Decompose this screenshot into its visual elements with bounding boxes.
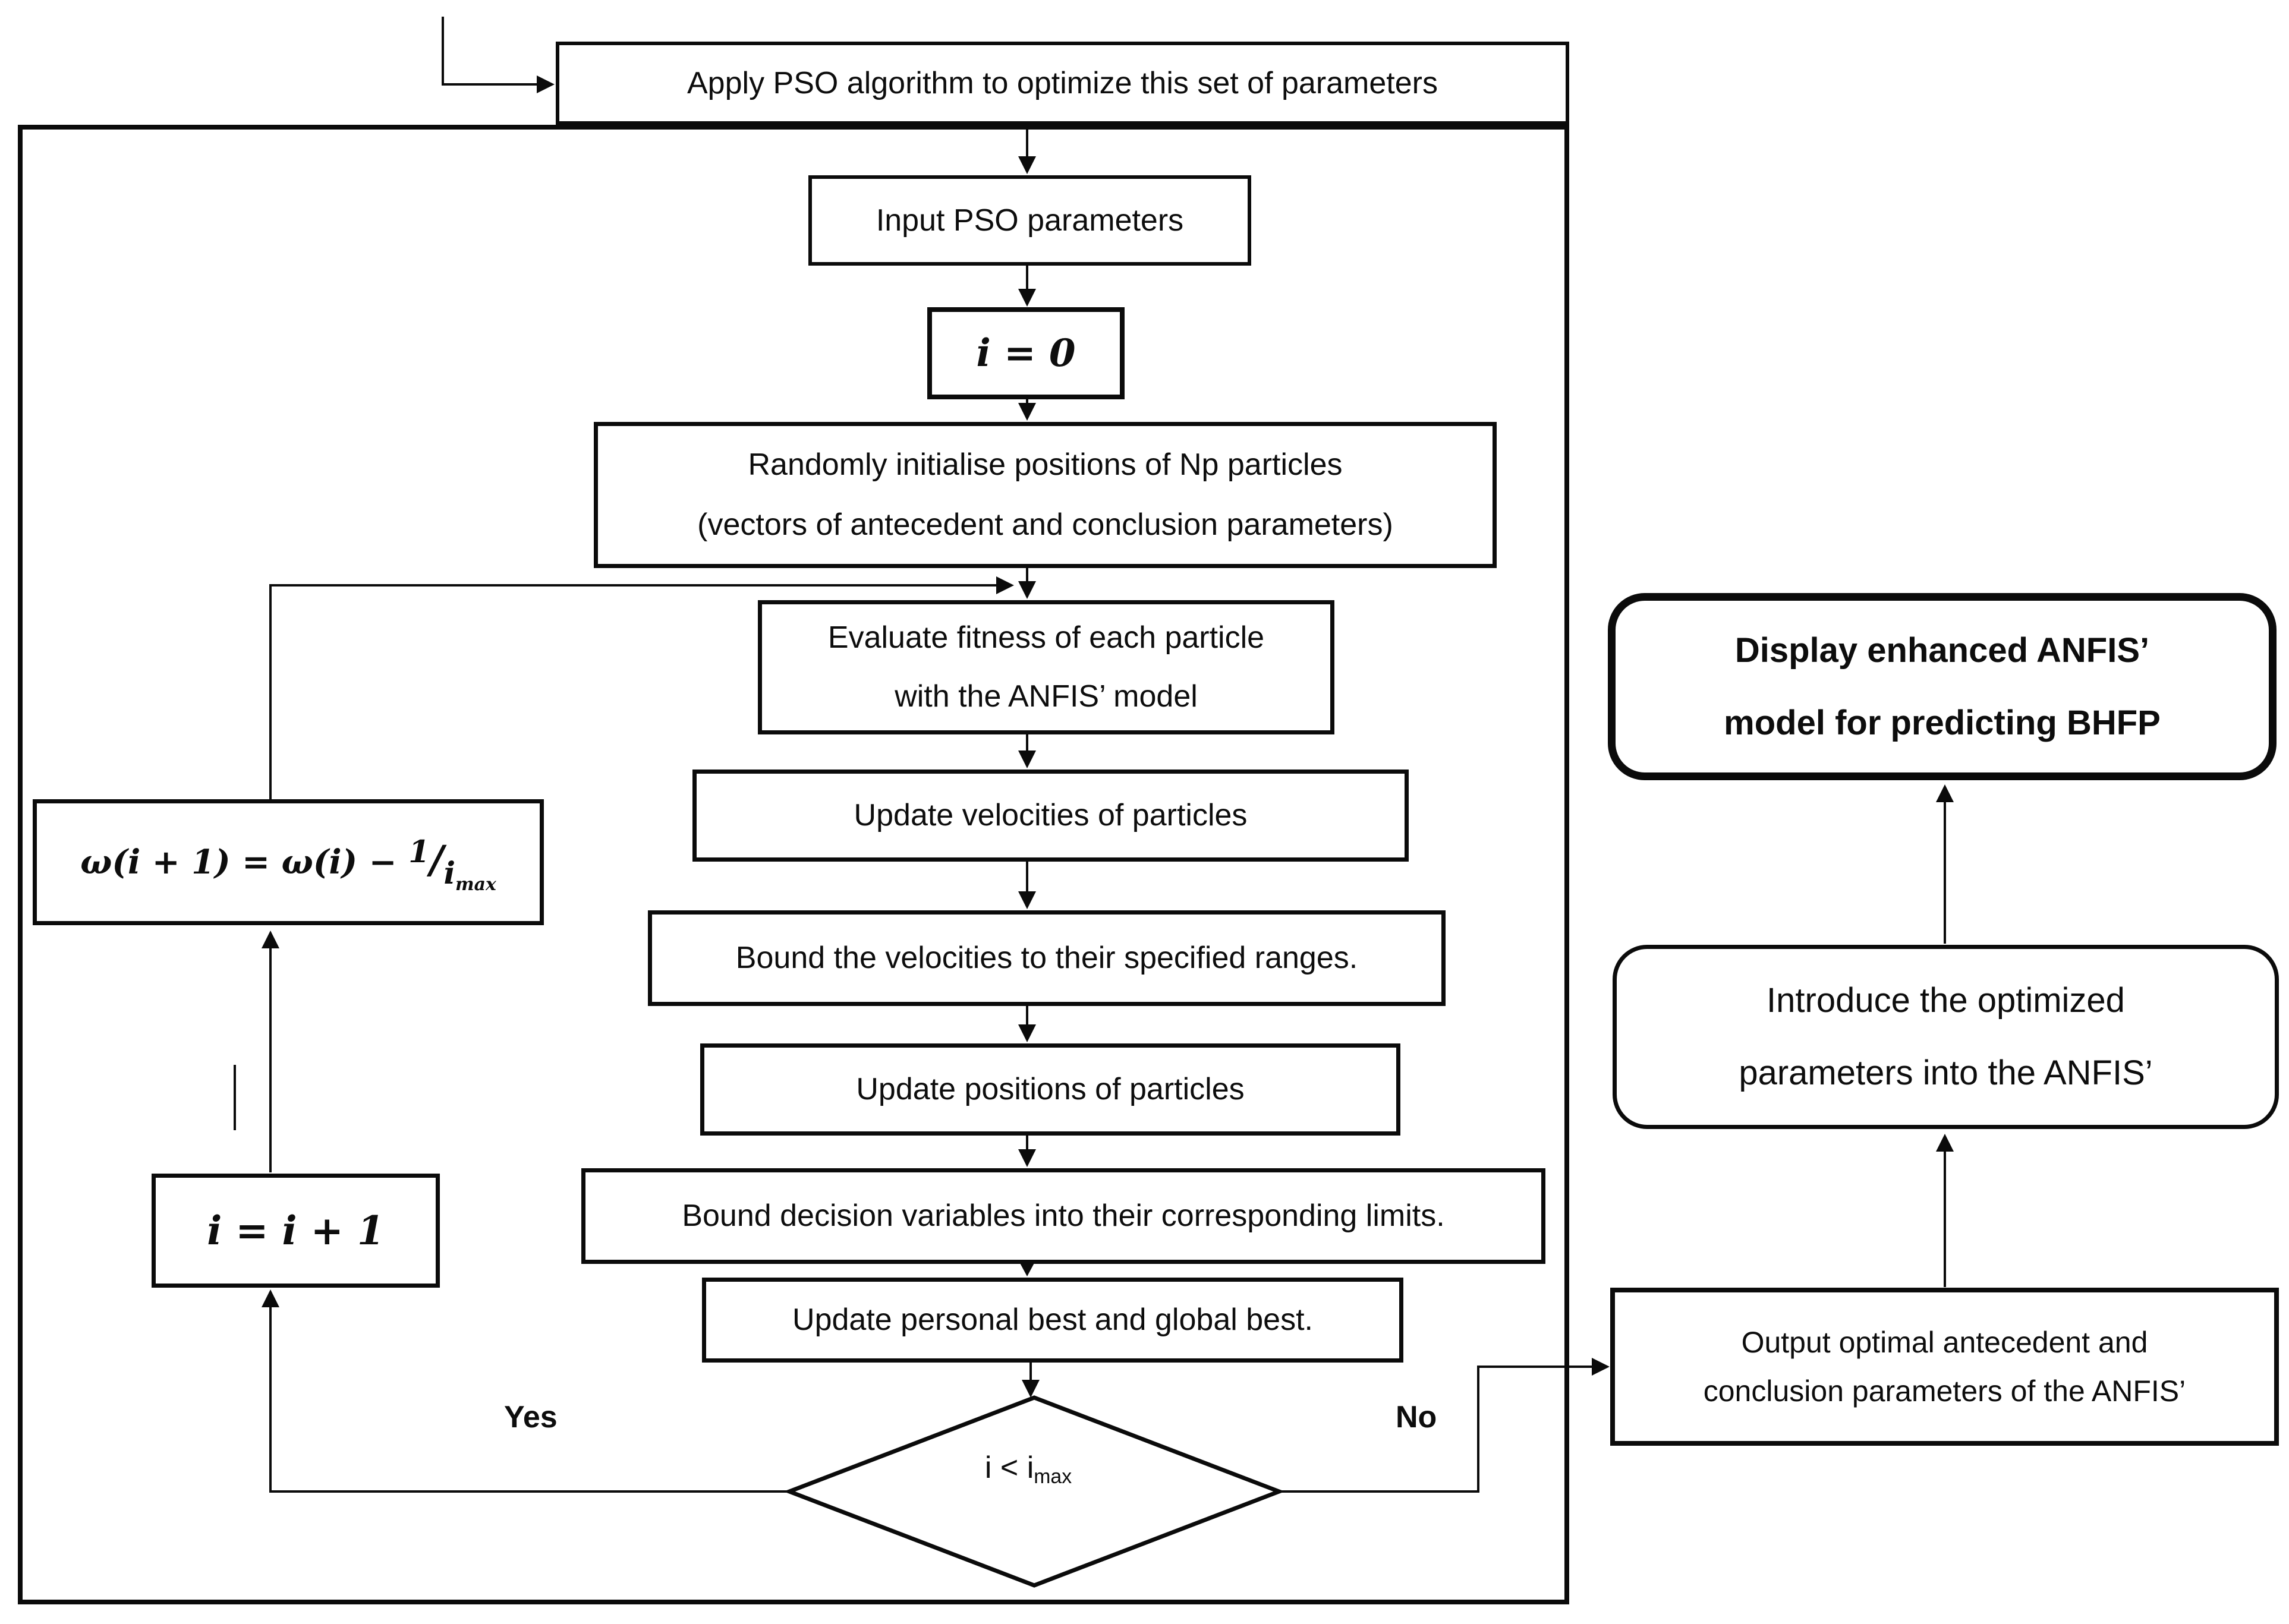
node-input-pso-label: Input PSO parameters <box>876 203 1184 238</box>
node-random-init: Randomly initialise positions of Np part… <box>594 422 1497 568</box>
arrowhead <box>1018 1024 1036 1042</box>
node-update-best: Update personal best and global best. <box>702 1278 1403 1363</box>
pso-loop-boundary <box>18 125 1569 1604</box>
node-set-iteration-zero-label: i = 0 <box>976 330 1076 376</box>
node-bound-velocities: Bound the velocities to their specified … <box>648 910 1446 1006</box>
node-bound-decision: Bound decision variables into their corr… <box>581 1168 1545 1264</box>
arrowhead <box>1018 289 1036 307</box>
arrowhead <box>1022 1380 1040 1398</box>
node-bound-decision-label: Bound decision variables into their corr… <box>682 1199 1445 1233</box>
node-display-model-line2: model for predicting BHFP <box>1724 703 2161 742</box>
decision-iteration-check: i < imax <box>862 1450 1195 1489</box>
omega-update-numerator: 1 <box>408 834 430 871</box>
arrowhead <box>1018 403 1036 421</box>
node-output-params-line1: Output optimal antecedent and <box>1741 1325 2148 1359</box>
omega-update-slash: / <box>429 837 444 882</box>
node-output-params: Output optimal antecedent and conclusion… <box>1610 1288 2279 1446</box>
iteration-check-sub: max <box>1034 1465 1072 1489</box>
node-increment-i-label: i = i + 1 <box>207 1207 385 1254</box>
node-set-iteration-zero: i = 0 <box>927 307 1125 399</box>
node-update-velocities: Update velocities of particles <box>692 770 1409 862</box>
node-evaluate-fitness-line1: Evaluate fitness of each particle <box>827 620 1265 655</box>
node-random-init-line1: Randomly initialise positions of Np part… <box>748 447 1343 482</box>
no-branch-label: No <box>1396 1400 1437 1434</box>
arrowhead <box>1018 581 1036 599</box>
connector-omega-feedback <box>269 584 997 807</box>
arrowhead <box>1018 156 1036 174</box>
connector-yes-path <box>269 1307 789 1493</box>
node-increment-i: i = i + 1 <box>152 1174 440 1288</box>
arrowhead <box>537 75 555 93</box>
arrowhead <box>262 931 279 948</box>
node-evaluate-fitness: Evaluate fitness of each particle with t… <box>758 600 1334 734</box>
iteration-check-base: i < i <box>984 1450 1034 1485</box>
arrowhead <box>1018 891 1036 909</box>
decision-diamond-shape <box>783 1395 1285 1588</box>
node-bound-velocities-label: Bound the velocities to their specified … <box>735 941 1358 975</box>
arrowhead <box>1019 1261 1035 1276</box>
node-introduce-params-line1: Introduce the optimized <box>1767 981 2125 1020</box>
node-update-velocities-label: Update velocities of particles <box>854 798 1248 833</box>
arrowhead <box>996 576 1014 594</box>
node-apply-pso: Apply PSO algorithm to optimize this set… <box>556 42 1569 125</box>
node-evaluate-fitness-line2: with the ANFIS’ model <box>895 679 1198 714</box>
arrowhead <box>1018 750 1036 768</box>
omega-update-denominator: imax <box>443 854 496 895</box>
omega-denominator-base: i <box>443 856 456 892</box>
node-update-positions: Update positions of particles <box>700 1043 1400 1136</box>
node-update-best-label: Update personal best and global best. <box>792 1303 1313 1337</box>
node-input-pso: Input PSO parameters <box>808 175 1251 266</box>
arrowhead <box>1018 1149 1036 1167</box>
yes-branch-label: Yes <box>504 1400 558 1434</box>
node-random-init-line2: (vectors of antecedent and conclusion pa… <box>697 507 1393 542</box>
node-apply-pso-label: Apply PSO algorithm to optimize this set… <box>687 65 1438 100</box>
arrowhead <box>1592 1358 1610 1376</box>
omega-denominator-sub: max <box>455 874 496 895</box>
node-display-model: Display enhanced ANFIS’ model for predic… <box>1608 593 2277 780</box>
omega-update-prefix: ω(i + 1) = ω(i) − <box>80 843 409 882</box>
arrowhead <box>1936 784 1954 802</box>
node-output-params-line2: conclusion parameters of the ANFIS’ <box>1703 1374 2186 1408</box>
node-introduce-params-line2: parameters into the ANFIS’ <box>1739 1054 2153 1092</box>
node-introduce-params: Introduce the optimized parameters into … <box>1613 945 2279 1129</box>
node-update-positions-label: Update positions of particles <box>856 1072 1245 1106</box>
node-display-model-line1: Display enhanced ANFIS’ <box>1734 630 2150 670</box>
arrowhead <box>262 1289 279 1307</box>
node-omega-update: ω(i + 1) = ω(i) − 1/imax <box>33 799 544 925</box>
connector-entry <box>442 17 539 86</box>
arrowhead <box>1936 1134 1954 1152</box>
connector-no-path <box>1279 1366 1592 1493</box>
